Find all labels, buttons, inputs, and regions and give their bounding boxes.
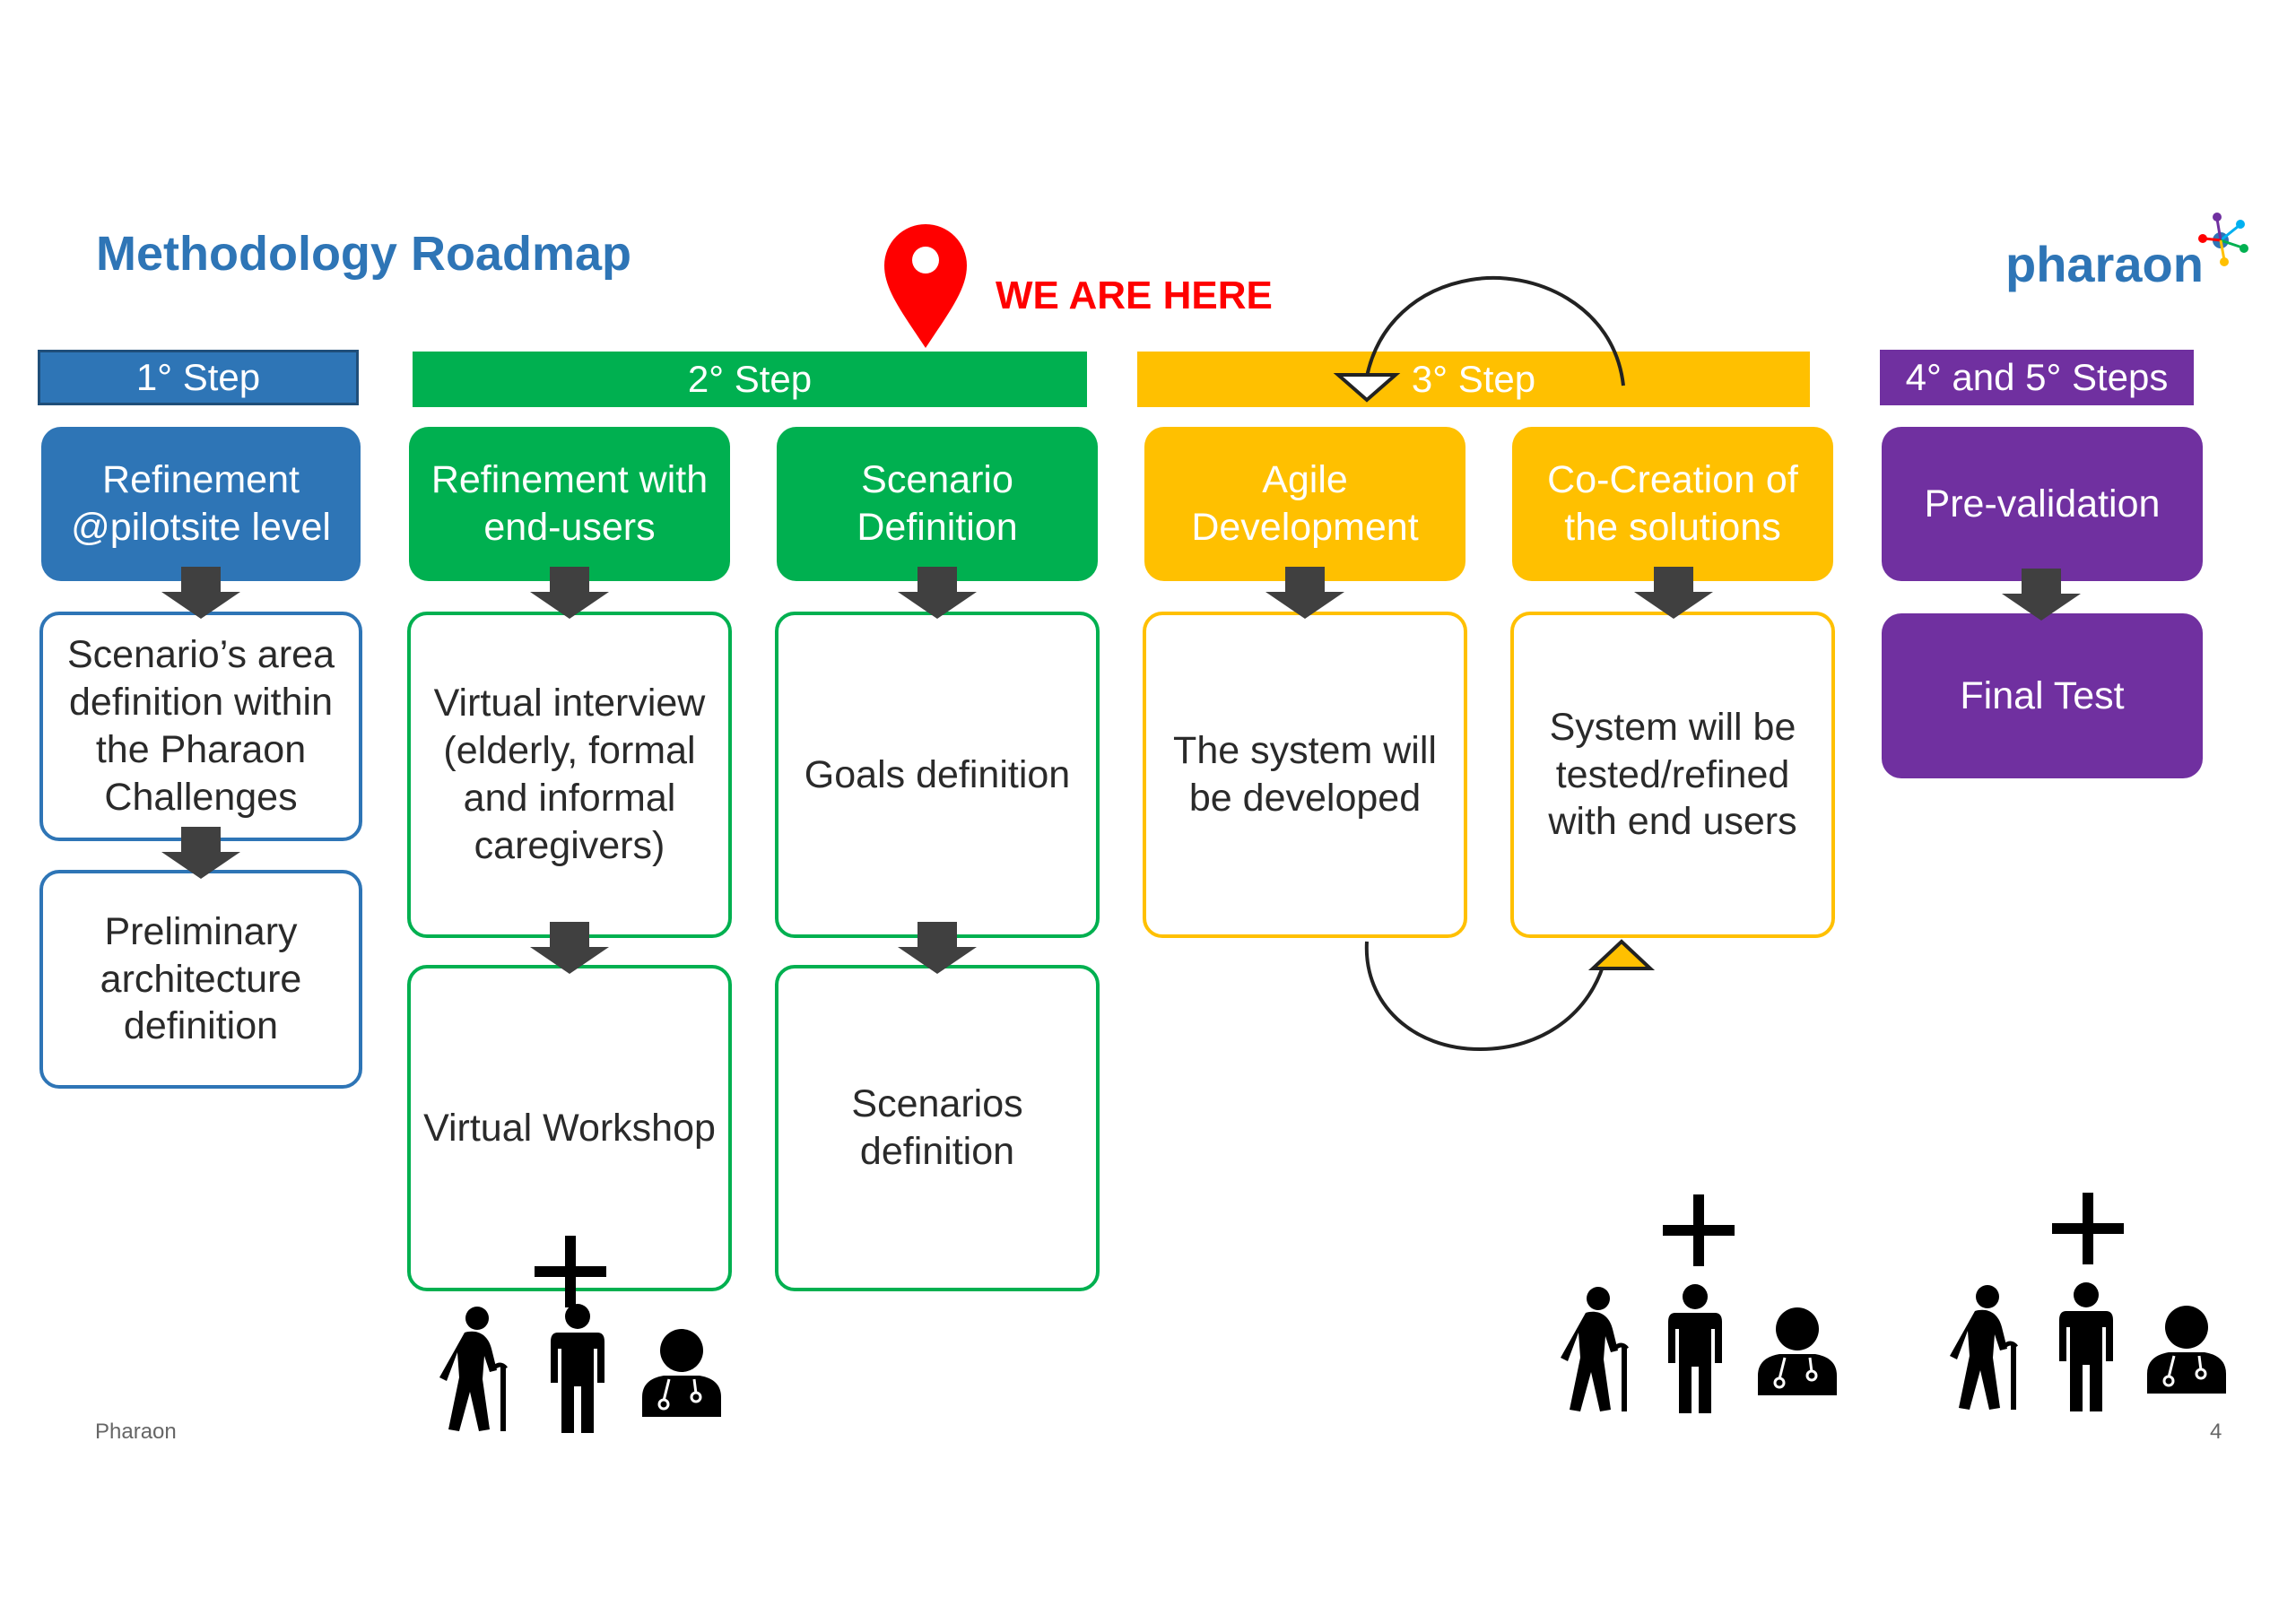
person-icon <box>1668 1284 1722 1413</box>
plus-icon <box>535 1236 606 1307</box>
down-arrow-icon <box>161 567 240 619</box>
step2-refinement-end-users-box: Refinement with end-users <box>409 427 730 581</box>
step2-scenarios-definition-box: Scenarios definition <box>775 965 1100 1291</box>
doctor-icon <box>640 1327 723 1419</box>
step1-preliminary-architecture-box: Preliminary architecture definition <box>39 870 362 1089</box>
down-arrow-icon <box>2002 569 2081 621</box>
doctor-icon <box>2145 1304 2228 1395</box>
step3-co-creation-box: Co-Creation of the solutions <box>1512 427 1833 581</box>
down-arrow-icon <box>898 567 977 619</box>
person-icon <box>2059 1282 2113 1411</box>
step45-final-test-box: Final Test <box>1882 613 2203 778</box>
logo-sparkle-icon <box>2198 213 2248 266</box>
person-icon <box>551 1304 604 1433</box>
elderly-person-icon <box>439 1307 506 1431</box>
step3-agile-development-box: Agile Development <box>1144 427 1465 581</box>
step2-virtual-interview-box: Virtual interview (elderly, formal and i… <box>407 612 732 938</box>
step1-banner: 1° Step <box>38 350 359 405</box>
step45-pre-validation-box: Pre-validation <box>1882 427 2203 581</box>
step45-banner: 4° and 5° Steps <box>1880 350 2194 405</box>
page-number: 4 <box>2210 1420 2222 1444</box>
plus-icon <box>2052 1193 2124 1264</box>
pharaon-logo: pharaon <box>2005 236 2204 292</box>
elderly-person-icon <box>1950 1285 2016 1410</box>
footer-label: Pharaon <box>95 1420 177 1444</box>
step2-banner: 2° Step <box>413 352 1087 407</box>
step2-goals-definition-box: Goals definition <box>775 612 1100 938</box>
down-arrow-icon <box>898 922 977 974</box>
down-arrow-icon <box>1265 567 1344 619</box>
down-arrow-icon <box>530 922 609 974</box>
doctor-icon <box>1756 1306 1839 1397</box>
down-arrow-icon <box>1634 567 1713 619</box>
map-pin-icon <box>884 224 967 348</box>
plus-icon <box>1663 1194 1735 1266</box>
down-arrow-icon <box>530 567 609 619</box>
cycle-arrow-icon <box>1333 275 1656 1052</box>
step2-scenario-definition-box: Scenario Definition <box>777 427 1098 581</box>
page-title: Methodology Roadmap <box>96 227 631 281</box>
step1-refinement-box: Refinement @pilotsite level <box>41 427 361 581</box>
step1-scenario-area-box: Scenario’s area definition within the Ph… <box>39 612 362 841</box>
step3-system-developed-box: The system will be developed <box>1143 612 1467 938</box>
step3-banner: 3° Step <box>1137 352 1810 407</box>
elderly-person-icon <box>1561 1287 1627 1411</box>
we-are-here-label: WE ARE HERE <box>996 274 1273 317</box>
step3-system-tested-box: System will be tested/refined with end u… <box>1510 612 1835 938</box>
down-arrow-icon <box>161 827 240 879</box>
